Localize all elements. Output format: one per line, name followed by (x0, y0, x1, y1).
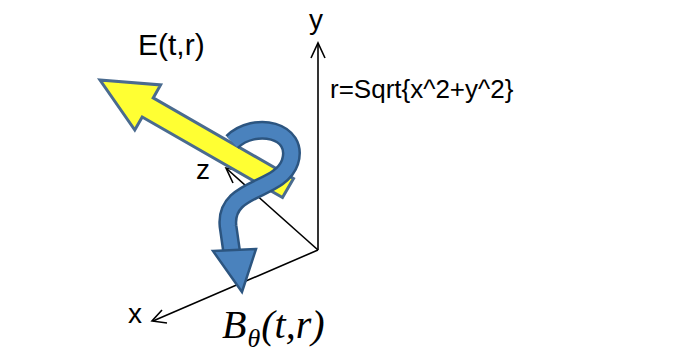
field-subscript: θ (247, 326, 260, 352)
magnetic-field-arrow (228, 130, 292, 254)
coordinate-axes (152, 43, 325, 323)
x-axis-head (152, 310, 167, 323)
axis-label: x (128, 300, 142, 328)
axis-label: z (196, 156, 210, 184)
field-label: E(t,r) (138, 30, 205, 60)
y-axis-head (311, 43, 325, 58)
formula-label: r=Sqrt{x^2+y^2} (330, 76, 513, 102)
field-arguments: (t,r) (261, 305, 324, 345)
magnetic-field-arrow-head (213, 249, 256, 292)
field-symbol: B (222, 305, 246, 345)
y-axis (317, 44, 319, 250)
magnetic-field-arrow-outline (228, 130, 292, 254)
axis-label: y (309, 6, 323, 34)
